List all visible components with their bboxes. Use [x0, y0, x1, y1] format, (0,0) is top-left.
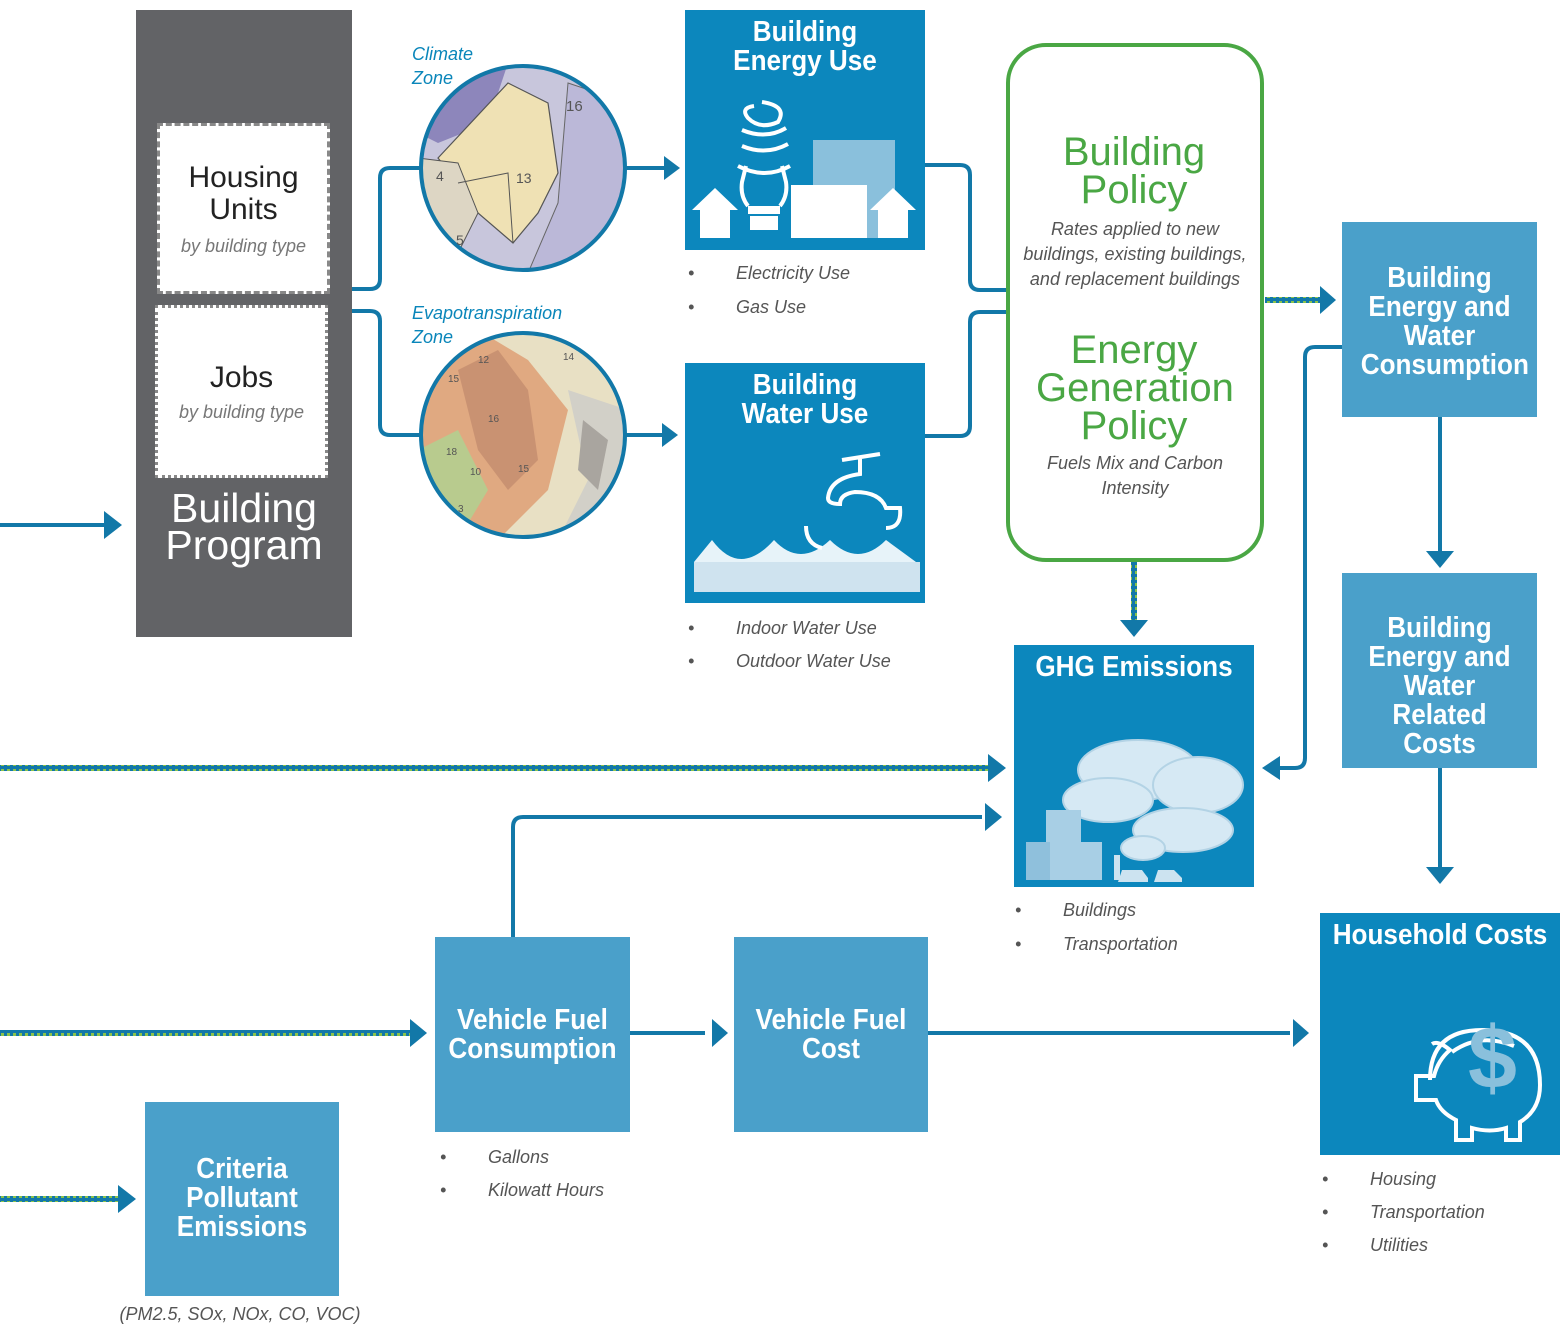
household-bullet-transportation: Transportation [1370, 1202, 1485, 1222]
household-bullet-2: • Transportation [1322, 1202, 1542, 1226]
household-bullet-1: • Housing [1322, 1169, 1542, 1193]
household-bullet-utilities: Utilities [1370, 1235, 1429, 1255]
ghg-bullet-buildings: Buildings [1063, 900, 1137, 920]
jobs-sub: by building type [178, 402, 305, 422]
climate-zone-map: 16 4 13 5 [419, 64, 627, 272]
policy-box [1006, 43, 1264, 562]
consumption-title: Building Energy and Water Consumption [1360, 262, 1529, 381]
bullet-glyph: • [440, 1180, 447, 1200]
climate-num-3: 13 [516, 170, 532, 186]
evapo-num-6: 15 [518, 464, 530, 475]
connector-water-policy [925, 310, 1006, 438]
connector-vehicle-ghg [511, 815, 982, 937]
energy-generation-policy-title: Energy Generation Policy [1036, 328, 1234, 448]
dollar-symbol: $ [1468, 1008, 1517, 1107]
bullet-glyph: • [1322, 1169, 1329, 1189]
vehicle-bullet-gallons: Gallons [488, 1147, 550, 1167]
vehicle-fuel-cost-title: Vehicle Fuel Cost [755, 1004, 907, 1065]
housing-units-title: Housing Units [188, 161, 299, 226]
jobs-title: Jobs [209, 361, 274, 394]
building-policy-title: Building Policy [1062, 130, 1206, 212]
energy-bullet-1: • Electricity Use [688, 263, 908, 287]
bullet-glyph: • [1015, 900, 1022, 920]
piggy-bank-icon: $ [1414, 1008, 1543, 1142]
vehicle-fuel-cost-box [734, 937, 928, 1132]
vehicle-bullet-1: • Gallons [440, 1147, 660, 1171]
bullet-glyph: • [1322, 1235, 1329, 1255]
evapotranspiration-zone-map: 12 14 15 16 10 15 18 3 [419, 331, 627, 539]
evapo-num-5: 10 [470, 467, 482, 478]
connector-program-climate [352, 166, 668, 291]
criteria-pollutant-box [145, 1102, 339, 1296]
water-bullet-1: • Indoor Water Use [688, 618, 908, 642]
building-energy-use-title: Building Energy Use [733, 16, 877, 77]
energy-bullet-electricity: Electricity Use [736, 263, 851, 283]
water-bullet-indoor: Indoor Water Use [736, 618, 877, 638]
bullet-glyph: • [688, 618, 695, 638]
criteria-pollutant-title: Criteria Pollutant Emissions [176, 1153, 308, 1243]
climate-zone-label: Climate Zone [412, 44, 474, 88]
evapo-num-4: 16 [488, 414, 500, 425]
household-bullet-3: • Utilities [1322, 1235, 1542, 1259]
household-costs-title: Household Costs [1332, 919, 1548, 951]
ghg-bullet-transportation: Transportation [1063, 934, 1178, 954]
climate-num-2: 4 [436, 168, 444, 184]
bullet-glyph: • [688, 263, 695, 283]
evapo-num-1: 12 [478, 355, 490, 366]
vehicle-bullet-2: • Kilowatt Hours [440, 1180, 660, 1204]
bullet-glyph: • [688, 651, 695, 671]
bullet-glyph: • [440, 1147, 447, 1167]
building-program-title: Building Program [165, 485, 323, 568]
related-costs-title: Building Energy and Water Related Costs [1368, 612, 1511, 760]
connector-energy-policy [925, 163, 1006, 292]
evapo-num-7: 18 [446, 447, 458, 458]
energy-bullet-2: • Gas Use [688, 297, 908, 321]
ghg-emissions-title: GHG Emissions [1035, 651, 1233, 683]
lightbulb-house-icon [692, 100, 916, 238]
housing-units-box [157, 123, 330, 294]
bullet-glyph: • [688, 297, 695, 317]
housing-units-sub: by building type [180, 236, 307, 256]
connector-consumption-ghg [1280, 345, 1342, 770]
evapo-zone-label: Evapotranspiration Zone [412, 303, 563, 347]
connector-program-evapo [352, 309, 665, 437]
evapo-num-8: 3 [458, 504, 464, 515]
energy-bullet-gas: Gas Use [736, 297, 807, 317]
water-faucet-icon [694, 452, 920, 592]
vehicle-fuel-consumption-title: Vehicle Fuel Consumption [448, 1004, 617, 1065]
evapo-num-3: 15 [448, 374, 460, 385]
evapo-num-2: 14 [563, 352, 575, 363]
ghg-bullet-1: • Buildings [1015, 900, 1235, 924]
bullet-glyph: • [1322, 1202, 1329, 1222]
vehicle-bullet-kwh: Kilowatt Hours [488, 1180, 605, 1200]
energy-generation-policy-sub: Fuels Mix and Carbon Intensity [1046, 453, 1224, 498]
vehicle-fuel-consumption-box [435, 937, 630, 1132]
criteria-pollutant-note: (PM2.5, SOx, NOx, CO, VOC) [119, 1304, 361, 1324]
building-water-use-title: Building Water Use [741, 369, 869, 430]
cloud-factory-icon [1026, 739, 1244, 882]
household-costs-box [1320, 913, 1560, 1155]
jobs-box [155, 305, 328, 478]
household-bullet-housing: Housing [1370, 1169, 1437, 1189]
bullet-glyph: • [1015, 934, 1022, 954]
water-bullet-2: • Outdoor Water Use [688, 651, 908, 675]
climate-num-1: 16 [566, 98, 583, 115]
consumption-box [1342, 222, 1537, 417]
building-policy-sub: Rates applied to new buildings, existing… [1023, 219, 1247, 289]
water-bullet-outdoor: Outdoor Water Use [736, 651, 891, 671]
ghg-bullet-2: • Transportation [1015, 934, 1235, 958]
related-costs-box [1342, 573, 1537, 768]
climate-num-4: 5 [456, 232, 464, 248]
